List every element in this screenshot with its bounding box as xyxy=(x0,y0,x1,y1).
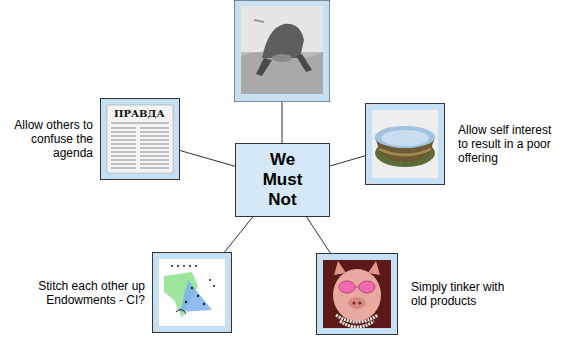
picture-frame: Simply tinker with old products xyxy=(316,253,398,335)
top-connector xyxy=(282,102,283,143)
connector-line xyxy=(225,217,253,252)
picture-frame: Stitch each other up Endowments - CI? xyxy=(152,252,232,333)
caption-text: Stitch each other up Endowments - CI? xyxy=(21,279,145,307)
title-box: We Must Not xyxy=(235,143,330,217)
picture-frame: Allow self interest to result in a poor … xyxy=(365,103,445,185)
title-text: We Must Not xyxy=(257,150,309,210)
pig-picture xyxy=(316,253,398,335)
connector-line xyxy=(330,156,365,166)
caption-text: Allow self interest to result in a poor … xyxy=(458,123,558,165)
connector-line xyxy=(307,217,331,253)
head-in-sand-picture xyxy=(234,0,330,102)
dog-bowl-picture xyxy=(365,103,445,185)
newspaper-masthead: ПРАВДА xyxy=(114,108,165,119)
picture-frame: Allow others to confuse the agenda xyxy=(100,98,180,180)
map-picture xyxy=(152,252,232,333)
caption-text: Simply tinker with old products xyxy=(411,280,521,308)
caption-text: Allow others to confuse the agenda xyxy=(5,118,93,160)
connector-line xyxy=(180,151,235,167)
